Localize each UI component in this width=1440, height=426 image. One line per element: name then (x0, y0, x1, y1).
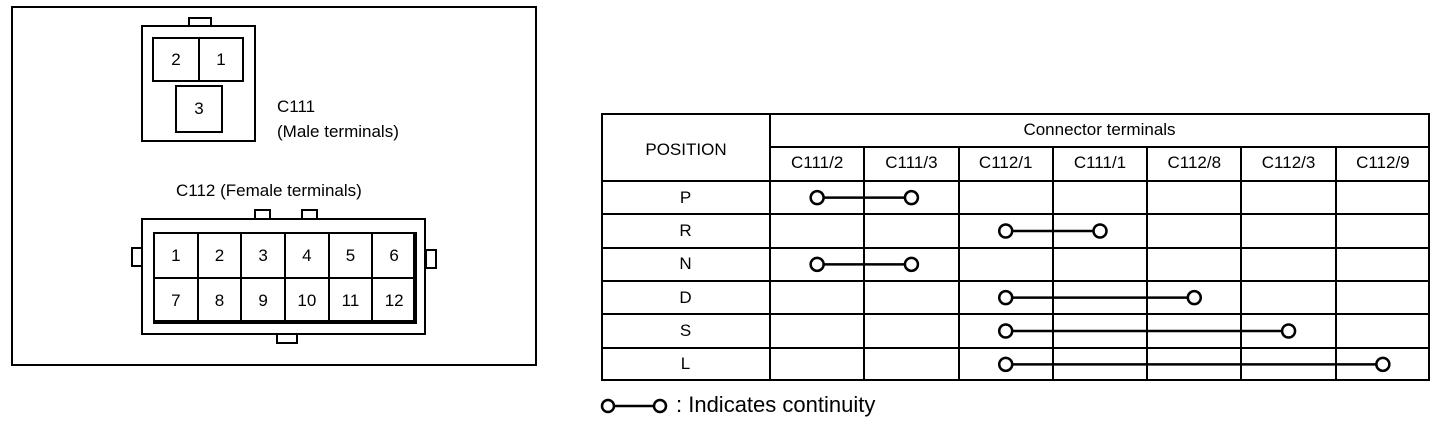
column-header: C112/1 (978, 153, 1033, 172)
position-label: D (679, 287, 692, 307)
continuity-terminal-D-end (1186, 289, 1203, 306)
continuity-terminal-S-end (1280, 323, 1297, 339)
table-divider-row (601, 346, 1430, 349)
c112-connector-body (141, 218, 426, 335)
position-label: S (679, 321, 692, 340)
table-divider-row (601, 280, 1430, 282)
column-header: C111/1 (1073, 153, 1127, 172)
table-divider-column (957, 147, 960, 381)
continuity-terminal-P-end (903, 189, 920, 206)
c112-label: C112 (Female terminals) (176, 181, 362, 200)
column-header: C111/3 (885, 153, 938, 172)
c111-label: C111 (277, 97, 316, 116)
column-header: C111/2 (790, 153, 844, 172)
position-label: P (679, 187, 692, 207)
table-divider-row (601, 246, 1430, 249)
c111-sublabel: (Male terminals) (277, 122, 399, 141)
continuity-terminal-L-start (997, 356, 1014, 373)
table-divider-column (1146, 147, 1149, 381)
position-label: R (679, 221, 692, 240)
c111-connector-body (141, 25, 256, 142)
continuity-terminal-N-end (903, 256, 920, 273)
table-divider-column (1240, 147, 1243, 381)
table-divider-column (1334, 147, 1337, 381)
connector-terminals-header: Connector terminals (1023, 120, 1176, 139)
table-divider-row (601, 313, 1430, 316)
table-divider-column (1051, 147, 1054, 381)
continuity-terminal-S-start (997, 323, 1014, 339)
position-label: N (679, 254, 692, 274)
table-divider-group-header (770, 146, 1430, 148)
continuity-terminal-N-start (809, 256, 825, 273)
legend-text: : Indicates continuity (676, 392, 876, 417)
continuity-terminal-R-end (1092, 223, 1108, 239)
c111-pin-3: 3 (175, 85, 223, 133)
continuity-terminal-L-end (1375, 356, 1391, 373)
column-header: C112/9 (1356, 153, 1410, 172)
continuity-terminal-D-start (997, 289, 1014, 306)
position-header: POSITION (645, 140, 727, 159)
c111-pin-1: 1 (198, 37, 244, 82)
c111-latch-tab (188, 17, 212, 26)
table-divider-row (601, 213, 1430, 216)
c112-side-tab-right (425, 249, 437, 269)
column-header: C112/8 (1167, 153, 1222, 172)
column-header: C112/3 (1261, 153, 1316, 172)
position-label: L (680, 354, 691, 374)
continuity-terminal-P-start (809, 189, 825, 206)
continuity-terminal-R-start (997, 223, 1014, 239)
connector-panel (11, 6, 537, 366)
table-divider-header (601, 180, 1430, 182)
c112-pin-12: 12 (371, 277, 417, 324)
